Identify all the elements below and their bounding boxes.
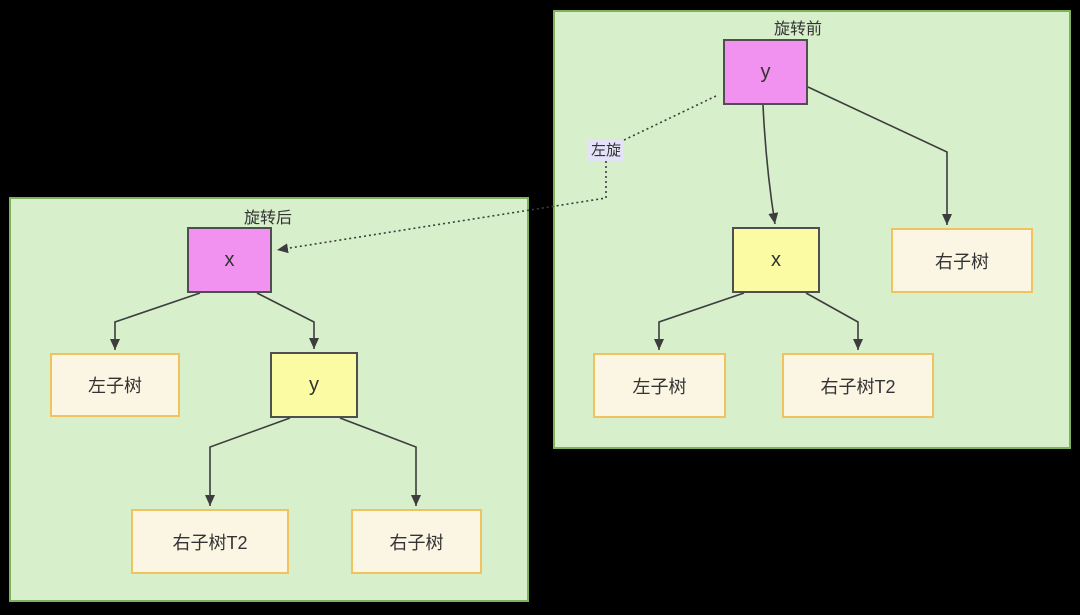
node-x-before: x: [732, 227, 820, 293]
edge-before-x-to-left-subtree: [654, 292, 745, 350]
subtree-left-after: 左子树: [50, 353, 180, 417]
node-y-after: y: [270, 352, 358, 418]
node-y-before: y: [723, 39, 808, 105]
subtree-t2-before: 右子树T2: [782, 353, 934, 418]
rotation-label: 左旋: [588, 140, 624, 161]
edge-after-y-to-subtree-t2: [205, 417, 291, 506]
panel-before-title: 旋转前: [773, 21, 822, 38]
subtree-right-after: 右子树: [351, 509, 482, 574]
edge-before-x-to-subtree-t2: [805, 292, 863, 350]
subtree-left-before: 左子树: [593, 353, 726, 418]
edge-before-y-to-right-subtree: [807, 86, 952, 225]
edge-after-y-to-right-subtree: [339, 417, 421, 506]
rotation-arrow-segment-top: [621, 95, 717, 142]
rotation-arrow-segment-main: [276, 161, 607, 254]
edge-before-y-to-x: [762, 104, 779, 225]
panel-after-title: 旋转后: [243, 210, 292, 227]
edge-after-x-to-left-subtree: [110, 292, 201, 350]
node-x-after: x: [187, 227, 272, 293]
subtree-t2-after: 右子树T2: [131, 509, 289, 574]
subtree-right-before: 右子树: [891, 228, 1033, 293]
edge-after-x-to-y: [256, 292, 319, 349]
